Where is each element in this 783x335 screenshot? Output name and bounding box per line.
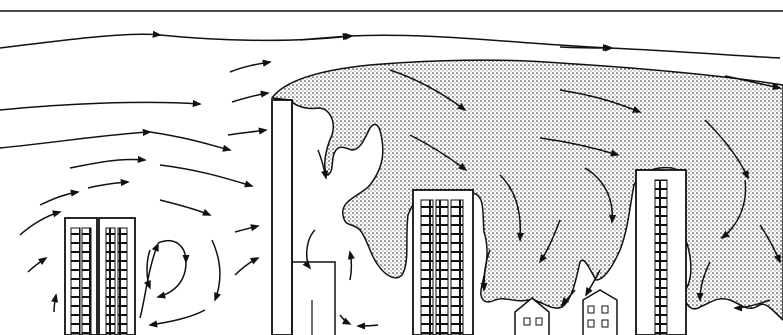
streamline-row2-right bbox=[230, 62, 270, 72]
eddy-left-3 bbox=[40, 192, 78, 205]
eddy-street-2 bbox=[158, 241, 186, 262]
eddy-street-7 bbox=[235, 258, 258, 275]
tall-building bbox=[272, 100, 292, 335]
mid-building bbox=[413, 190, 473, 335]
streamline-row3-b bbox=[150, 132, 230, 150]
eddy-left-1 bbox=[20, 212, 60, 235]
eddy-street-5 bbox=[150, 310, 205, 325]
streamline-row3 bbox=[0, 132, 150, 148]
eddy-street-3 bbox=[158, 262, 186, 297]
eddy-street-4 bbox=[212, 240, 220, 300]
eddy-complex-4 bbox=[358, 325, 378, 326]
eddy-left-5 bbox=[160, 200, 210, 215]
streamline-row2 bbox=[0, 102, 200, 110]
right-tower bbox=[636, 170, 686, 335]
left-building-2 bbox=[99, 218, 135, 335]
eddy-street-6 bbox=[235, 226, 258, 232]
streamline-roof-a bbox=[232, 93, 268, 102]
streamline-top-2 bbox=[160, 35, 780, 58]
eddy-street-9 bbox=[54, 295, 56, 312]
eddy-left-2 bbox=[28, 258, 46, 272]
streamline-row4-b bbox=[160, 165, 252, 186]
eddy-left-4 bbox=[88, 182, 128, 188]
eddy-complex-5 bbox=[340, 315, 350, 324]
eddy-complex-3 bbox=[350, 252, 352, 280]
streamline-top-arrow-a bbox=[300, 36, 352, 40]
left-building-1 bbox=[65, 218, 97, 335]
building-complex bbox=[292, 104, 335, 335]
streamline-roof-b bbox=[228, 130, 266, 135]
pollution-plume bbox=[272, 60, 783, 320]
streamline-row4 bbox=[70, 159, 145, 168]
streamline-top bbox=[0, 34, 160, 48]
